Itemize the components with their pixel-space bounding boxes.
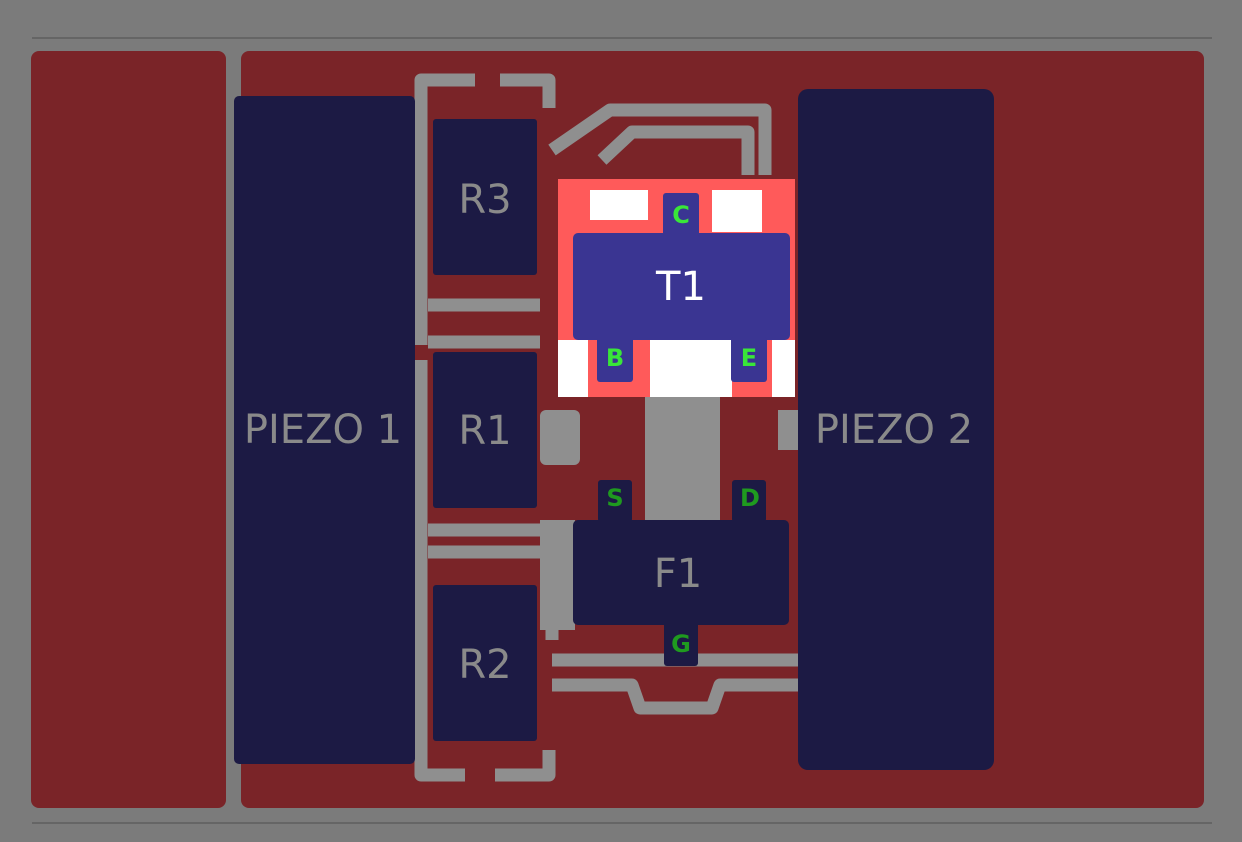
- t1-pin-b-pad[interactable]: [597, 337, 633, 382]
- f1-pin-d-pad: [732, 480, 766, 522]
- t1-highlight-cutout-edge: [772, 340, 795, 397]
- t1-highlight-cutout-bottom: [650, 340, 732, 397]
- f1-pin-d-label: D: [740, 484, 760, 512]
- copper-pour-left: [31, 51, 226, 808]
- f1-body: [573, 520, 789, 625]
- r3-pad: [433, 119, 537, 275]
- r2-label: R2: [458, 642, 511, 688]
- r3-label: R3: [458, 177, 511, 223]
- t1-pin-e-pad[interactable]: [731, 337, 767, 382]
- f1-label: F1: [654, 551, 702, 597]
- t1-body[interactable]: [573, 233, 790, 340]
- piezo1-pad: [234, 96, 415, 764]
- r1-pad: [433, 352, 537, 508]
- clearance-block-left: [540, 410, 580, 465]
- t1-pin-b-label: B: [606, 344, 624, 372]
- piezo2-label: PIEZO 2: [815, 407, 973, 453]
- t1-pin-c-label: C: [672, 201, 690, 229]
- piezo2-pad: [798, 89, 994, 770]
- t1-highlight-cutout-top: [590, 190, 648, 220]
- piezo1-label: PIEZO 1: [244, 407, 402, 453]
- t1-highlight-cutout-right: [712, 190, 762, 232]
- t1-highlight-cutout-left: [558, 340, 588, 397]
- f1-pin-g-pad: [664, 622, 698, 666]
- clearance-block-right: [778, 410, 798, 450]
- f1-pin-s-pad: [598, 480, 632, 522]
- clearance-block-center: [645, 395, 720, 520]
- f1-pin-s-label: S: [606, 484, 623, 512]
- t1-label: T1: [655, 264, 706, 310]
- t1-pin-e-label: E: [741, 344, 757, 372]
- f1-pin-g-label: G: [671, 630, 691, 658]
- r2-pad: [433, 585, 537, 741]
- clearance-strip: [540, 520, 575, 630]
- r1-label: R1: [458, 408, 511, 454]
- t1-pin-c-pad[interactable]: [663, 193, 699, 237]
